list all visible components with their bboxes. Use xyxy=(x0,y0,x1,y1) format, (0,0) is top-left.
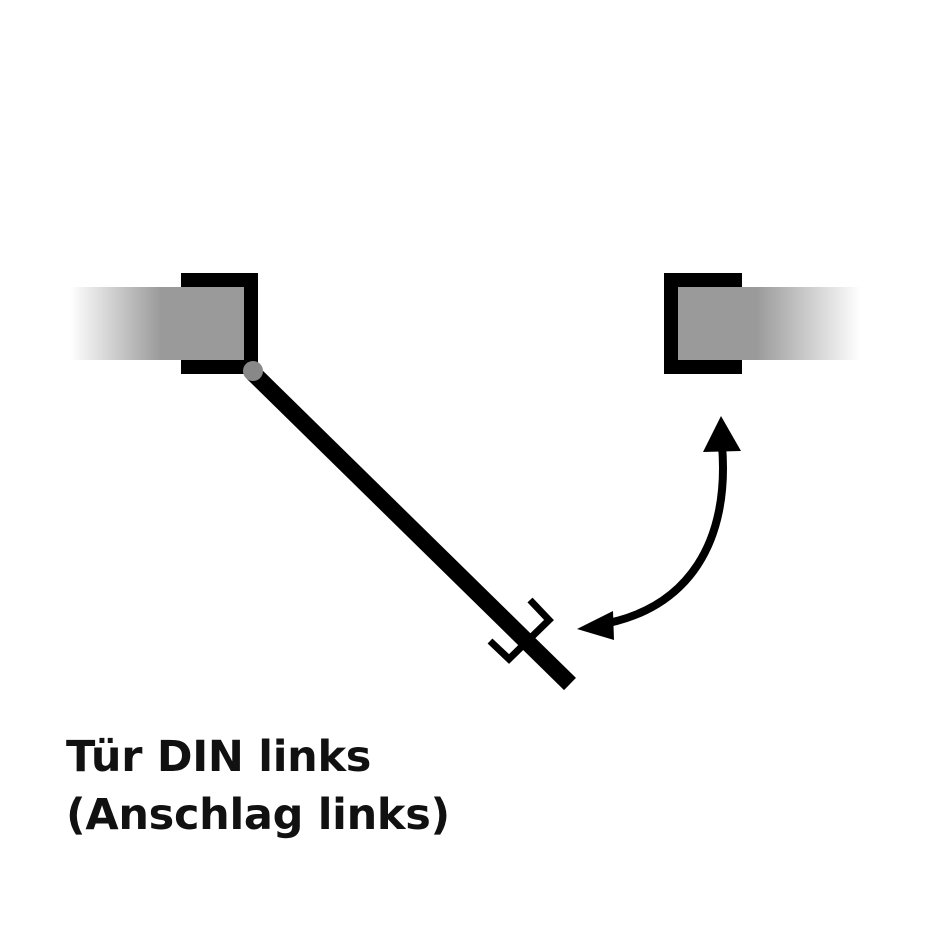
caption-line-1: Tür DIN links xyxy=(66,732,372,782)
right-wall xyxy=(664,273,861,374)
door-type-caption: Tür DIN links (Anschlag links) xyxy=(66,728,450,844)
door-handle-icon xyxy=(487,597,554,664)
left-wall xyxy=(70,273,258,374)
caption-line-2: (Anschlag links) xyxy=(66,790,450,840)
door-leaf xyxy=(247,366,576,691)
left-door-frame xyxy=(181,273,258,374)
hinge-icon xyxy=(243,361,263,381)
double-headed-curved-arrow-icon xyxy=(577,416,741,640)
right-door-frame xyxy=(664,273,742,374)
